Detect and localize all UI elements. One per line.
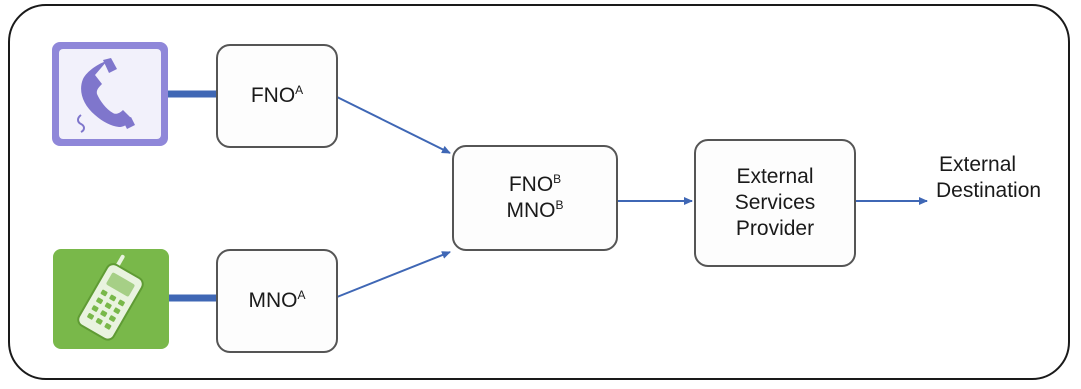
fno-a-label: FNOA	[251, 83, 303, 109]
hub-mno-sup: B	[555, 198, 564, 212]
mno-a-label: MNOA	[248, 288, 305, 314]
diagram-frame	[8, 4, 1070, 380]
fno-a-sup: A	[295, 83, 304, 97]
hub-fno-main: FNO	[508, 173, 554, 196]
hub-label-line2: MNOB	[506, 198, 563, 224]
arrow-mno-to-hub	[336, 251, 451, 298]
hub-mno-main: MNO	[506, 199, 556, 222]
hub-fno-sup: B	[553, 172, 562, 186]
mobile-terminal	[53, 249, 169, 349]
mno-a-node: MNOA	[216, 249, 338, 353]
destination-label: External Destination	[936, 152, 1072, 204]
hub-label-line1: FNOB	[509, 172, 561, 198]
provider-line3: Provider	[735, 217, 815, 240]
mno-a-sup: A	[297, 288, 306, 302]
provider-line1: External	[736, 165, 814, 188]
mno-a-main: MNO	[248, 289, 298, 312]
provider-node: External Services Provider	[694, 139, 856, 267]
fno-a-node: FNOA	[216, 44, 338, 148]
mobile-phone-icon	[77, 254, 144, 341]
hub-node: FNOB MNOB	[452, 145, 618, 251]
landline-phone-icon	[77, 58, 135, 133]
destination-line1: External	[939, 153, 1017, 176]
fixed-terminal-screen	[59, 49, 161, 139]
fno-a-main: FNO	[250, 84, 296, 107]
provider-line2: Services	[734, 191, 816, 214]
arrow-fno-to-hub	[336, 96, 451, 154]
fixed-terminal	[52, 42, 168, 146]
destination-line2: Destination	[936, 179, 1042, 202]
